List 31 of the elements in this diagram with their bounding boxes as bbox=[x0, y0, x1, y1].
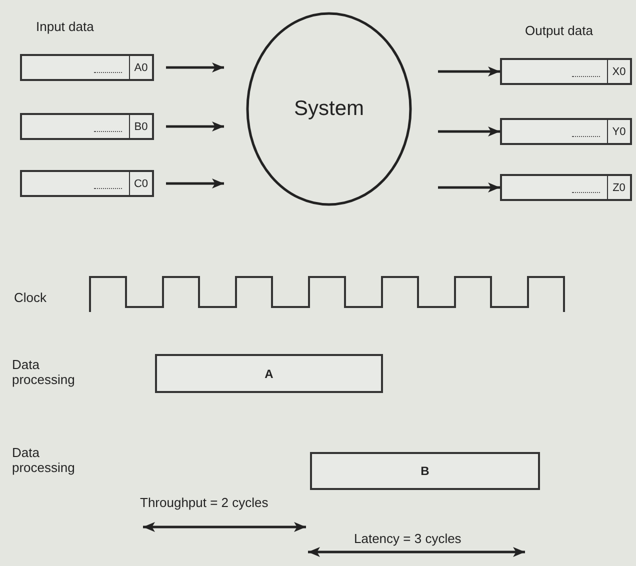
text-label: Latency = 3 cycles bbox=[354, 532, 462, 547]
system-label: System bbox=[294, 97, 364, 121]
data-register bbox=[500, 174, 632, 201]
bar-label: A bbox=[264, 366, 274, 380]
processing-bar bbox=[310, 452, 540, 490]
data-register bbox=[500, 58, 632, 85]
arrow bbox=[438, 66, 500, 76]
register-cell: Y0 bbox=[607, 120, 630, 143]
data-register bbox=[20, 113, 154, 140]
register-cell: B0 bbox=[129, 115, 152, 138]
text-label: Output data bbox=[525, 24, 593, 39]
arrow bbox=[166, 178, 224, 188]
processing-bar bbox=[155, 354, 383, 393]
bar-label: B bbox=[420, 464, 430, 478]
data-register bbox=[20, 54, 154, 81]
text-label: Throughput = 2 cycles bbox=[140, 496, 268, 511]
arrow bbox=[438, 182, 500, 192]
text-label: Clock bbox=[14, 291, 47, 306]
arrow bbox=[166, 122, 224, 132]
text-label: Data processing bbox=[12, 446, 76, 476]
text-label: Data processing bbox=[12, 358, 76, 388]
arrow bbox=[438, 126, 500, 136]
register-cell: Z0 bbox=[607, 176, 630, 199]
register-cell: A0 bbox=[129, 56, 152, 79]
data-register bbox=[20, 170, 154, 197]
register-cell: X0 bbox=[607, 60, 630, 83]
text-label: Input data bbox=[36, 20, 94, 35]
arrow bbox=[166, 62, 224, 72]
register-cell: C0 bbox=[129, 172, 152, 195]
data-register bbox=[500, 118, 632, 145]
system-ellipse bbox=[246, 12, 412, 206]
